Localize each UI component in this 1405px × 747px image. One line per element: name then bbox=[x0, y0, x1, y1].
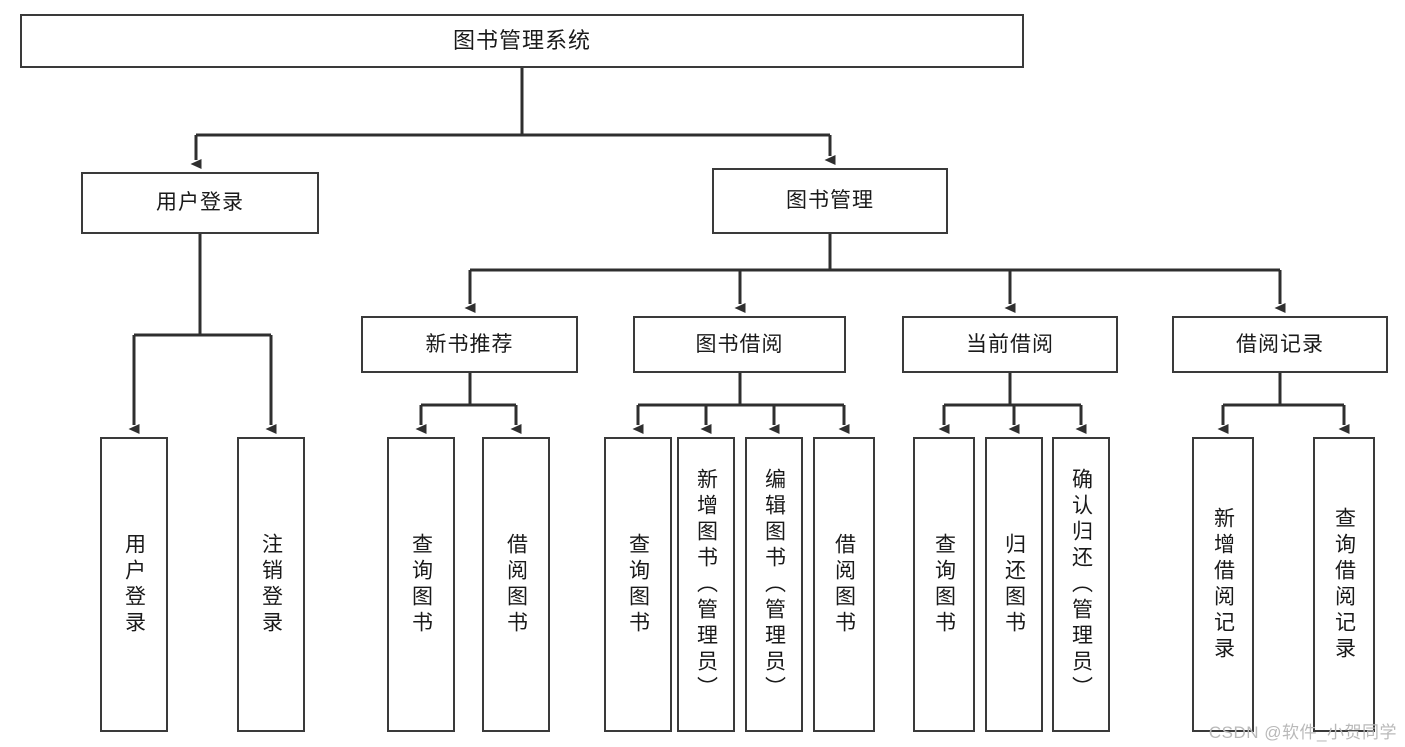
node-label: 编辑图书（管理员） bbox=[762, 467, 786, 702]
node-current-borrow[interactable]: 当前借阅 bbox=[902, 316, 1118, 373]
node-user-login[interactable]: 用户登录 bbox=[81, 172, 319, 234]
node-root[interactable]: 图书管理系统 bbox=[20, 14, 1024, 68]
node-label: 用户登录 bbox=[156, 191, 244, 215]
node-leaf-add-book-admin[interactable]: 新增图书（管理员） bbox=[677, 437, 735, 732]
node-label: 新增借阅记录 bbox=[1211, 506, 1235, 663]
node-label: 新书推荐 bbox=[425, 332, 514, 356]
node-leaf-logout[interactable]: 注销登录 bbox=[237, 437, 305, 732]
node-label: 确认归还（管理员） bbox=[1069, 467, 1093, 702]
node-label: 借阅图书 bbox=[504, 532, 528, 637]
node-label: 查询借阅记录 bbox=[1332, 506, 1356, 663]
node-label: 图书借阅 bbox=[695, 332, 784, 356]
node-label: 注销登录 bbox=[259, 532, 283, 637]
node-label: 查询图书 bbox=[409, 532, 433, 637]
node-label: 借阅图书 bbox=[832, 532, 856, 637]
node-borrow-record[interactable]: 借阅记录 bbox=[1172, 316, 1388, 373]
node-leaf-query-book-1[interactable]: 查询图书 bbox=[387, 437, 455, 732]
node-label: 归还图书 bbox=[1002, 532, 1026, 637]
node-leaf-borrow-book-2[interactable]: 借阅图书 bbox=[813, 437, 875, 732]
node-leaf-query-book-2[interactable]: 查询图书 bbox=[604, 437, 672, 732]
node-label: 借阅记录 bbox=[1236, 332, 1324, 356]
node-leaf-query-borrow-record[interactable]: 查询借阅记录 bbox=[1313, 437, 1375, 732]
node-leaf-add-borrow-record[interactable]: 新增借阅记录 bbox=[1192, 437, 1254, 732]
node-label: 用户登录 bbox=[122, 532, 146, 637]
node-label: 查询图书 bbox=[932, 532, 956, 637]
node-leaf-confirm-return-admin[interactable]: 确认归还（管理员） bbox=[1052, 437, 1110, 732]
node-leaf-return-book[interactable]: 归还图书 bbox=[985, 437, 1043, 732]
node-label: 图书管理系统 bbox=[452, 27, 591, 53]
node-new-book-recommend[interactable]: 新书推荐 bbox=[361, 316, 578, 373]
node-label: 图书管理 bbox=[786, 189, 874, 213]
node-label: 新增图书（管理员） bbox=[694, 467, 718, 702]
node-book-borrow[interactable]: 图书借阅 bbox=[633, 316, 846, 373]
csdn-watermark: CSDN @软件_小贺同学 bbox=[1208, 723, 1397, 742]
node-label: 查询图书 bbox=[626, 532, 650, 637]
node-label: 当前借阅 bbox=[966, 332, 1054, 356]
node-leaf-borrow-book-1[interactable]: 借阅图书 bbox=[482, 437, 550, 732]
node-leaf-query-book-3[interactable]: 查询图书 bbox=[913, 437, 975, 732]
node-leaf-user-login[interactable]: 用户登录 bbox=[100, 437, 168, 732]
node-leaf-edit-book-admin[interactable]: 编辑图书（管理员） bbox=[745, 437, 803, 732]
node-book-management[interactable]: 图书管理 bbox=[712, 168, 948, 234]
